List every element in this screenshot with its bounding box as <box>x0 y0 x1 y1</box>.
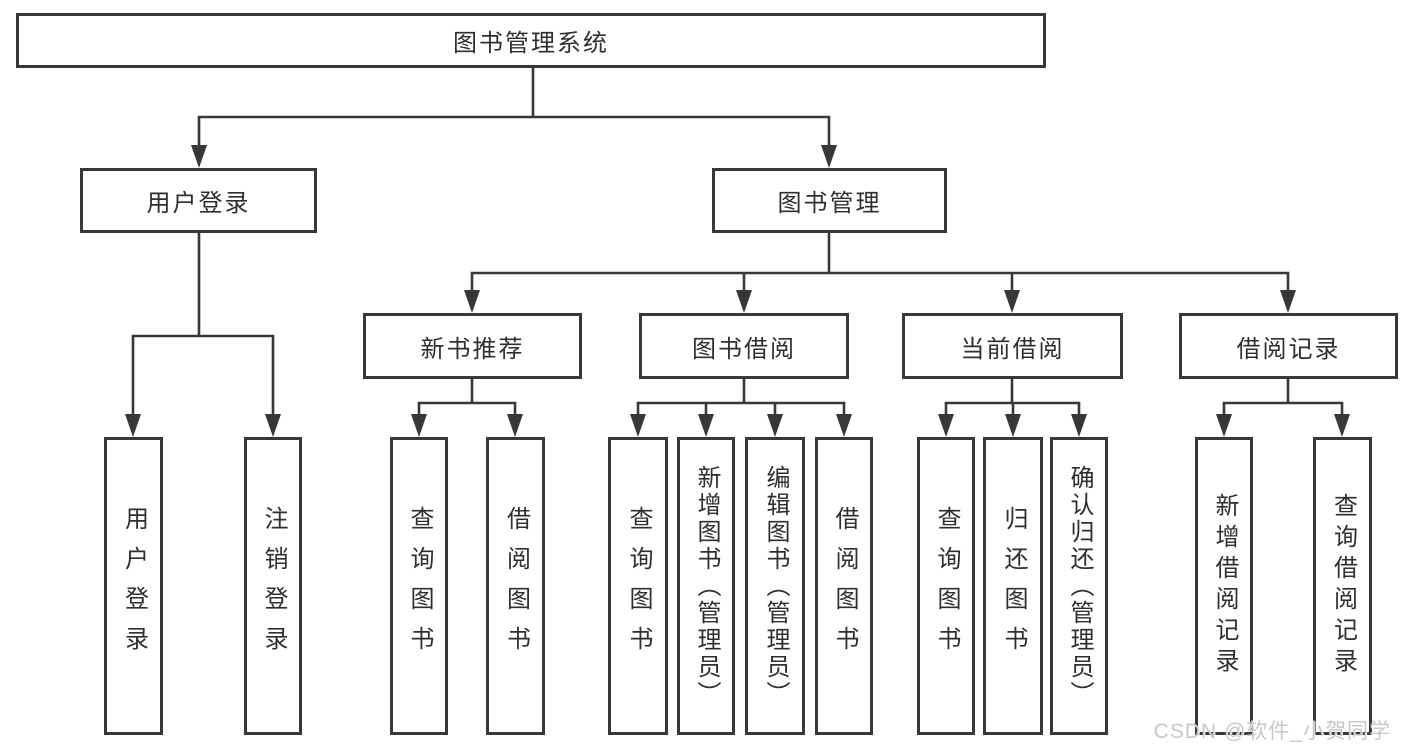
node-root-label: 图书管理系统 <box>453 30 609 57</box>
node-root: 图书管理系统 <box>16 13 1046 68</box>
node-book-management-label: 图书管理 <box>777 190 882 217</box>
node-new-book-recommend: 新书推荐 <box>363 313 582 379</box>
leaf-nbr-query-books-label: 查询图书 <box>406 506 433 666</box>
csdn-watermark: CSDN @软件_小贺同学 <box>1153 720 1391 743</box>
leaf-cb-return-books: 归还图书 <box>983 437 1043 735</box>
leaf-bb-add-books-admin: 新增图书（管理员） <box>677 437 735 735</box>
leaf-br-query-record: 查询借阅记录 <box>1313 437 1372 735</box>
leaf-nbr-borrow-books-label: 借阅图书 <box>502 506 530 666</box>
leaf-bb-add-books-admin-label: 新增图书（管理员） <box>693 464 720 708</box>
node-borrow-record: 借阅记录 <box>1179 313 1398 379</box>
leaf-user-login-label: 用户登录 <box>120 506 148 666</box>
leaf-user-login: 用户登录 <box>104 437 163 735</box>
node-book-management: 图书管理 <box>712 168 947 233</box>
node-current-borrow-label: 当前借阅 <box>960 335 1065 363</box>
leaf-nbr-borrow-books: 借阅图书 <box>486 437 545 735</box>
leaf-br-query-record-label: 查询借阅记录 <box>1329 493 1357 679</box>
leaf-bb-borrow-books: 借阅图书 <box>815 437 873 735</box>
leaf-br-add-record: 新增借阅记录 <box>1195 437 1253 735</box>
leaf-bb-borrow-books-label: 借阅图书 <box>831 506 858 666</box>
leaf-cb-return-books-label: 归还图书 <box>1000 506 1027 666</box>
leaf-logout: 注销登录 <box>244 437 302 735</box>
leaf-bb-query-books-label: 查询图书 <box>625 506 652 666</box>
node-book-borrow: 图书借阅 <box>639 313 849 379</box>
leaf-logout-label: 注销登录 <box>260 506 287 666</box>
leaf-cb-query-books-label: 查询图书 <box>933 506 960 666</box>
node-book-borrow-label: 图书借阅 <box>692 335 796 363</box>
leaf-cb-confirm-return-admin: 确认归还（管理员） <box>1050 437 1108 735</box>
leaf-cb-confirm-return-admin-label: 确认归还（管理员） <box>1066 464 1093 708</box>
node-new-book-recommend-label: 新书推荐 <box>420 335 525 363</box>
node-user-login: 用户登录 <box>80 168 317 233</box>
leaf-bb-edit-books-admin: 编辑图书（管理员） <box>745 437 805 735</box>
leaf-nbr-query-books: 查询图书 <box>390 437 448 735</box>
leaf-bb-query-books: 查询图书 <box>608 437 668 735</box>
leaf-cb-query-books: 查询图书 <box>917 437 975 735</box>
leaf-bb-edit-books-admin-label: 编辑图书（管理员） <box>762 464 789 708</box>
node-current-borrow: 当前借阅 <box>902 313 1123 379</box>
leaf-br-add-record-label: 新增借阅记录 <box>1211 493 1238 679</box>
node-user-login-label: 用户登录 <box>146 190 251 217</box>
node-borrow-record-label: 借阅记录 <box>1236 335 1341 363</box>
